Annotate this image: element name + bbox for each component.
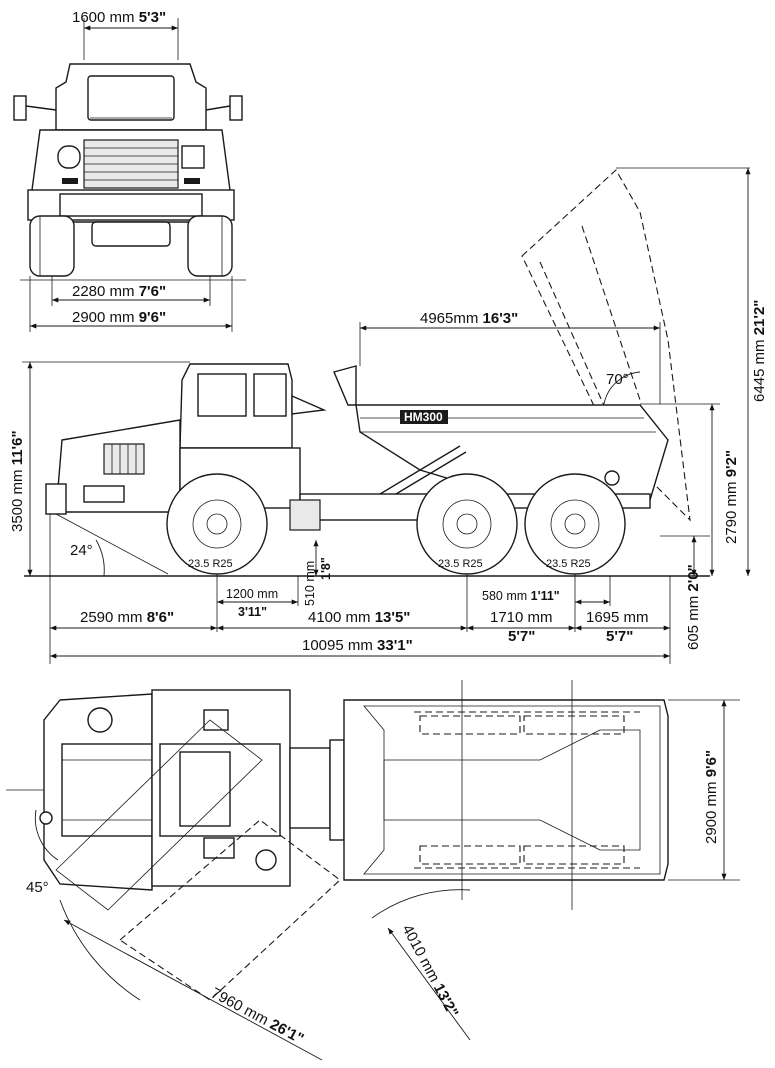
rear-clearance-label: 605 mm 2'0" — [685, 564, 702, 650]
tandem-mm-label: 1710 mm — [490, 609, 553, 626]
model-badge: HM300 — [404, 410, 443, 424]
height-dump-label: 6445 mm 21'2" — [751, 300, 768, 402]
front-overhang-label: 2590 mm 8'6" — [80, 609, 174, 626]
rear-overhang-ft-label: 5'7" — [606, 628, 633, 645]
inner-radius-label: 4010 mm 13'2" — [398, 922, 461, 1020]
front-view: 1600 mm 5'3" — [13, 9, 246, 332]
outer-radius-label: 7960 mm 26'1" — [208, 985, 306, 1048]
wheelbase-label: 4100 mm 13'5" — [308, 609, 410, 626]
rear-tire-label: 23.5 R25 — [546, 558, 591, 570]
tandem-ft-label: 5'7" — [508, 628, 535, 645]
ground-clearance-label: 510 mm — [303, 561, 317, 606]
axle-hitch-ft-label: 3'11" — [238, 605, 267, 619]
approach-angle-label: 24° — [70, 542, 93, 559]
body-length-label: 4965mm 16'3" — [420, 310, 518, 327]
top-view: 2900 mm 9'6" 45° 7960 mm 26'1" 4010 mm 1… — [6, 680, 740, 1061]
height-cab-label: 3500 mm 11'6" — [9, 430, 26, 532]
mid-tire-label: 23.5 R25 — [438, 558, 483, 570]
front-width-top-label: 1600 mm 5'3" — [72, 9, 166, 26]
side-view: 70° HM300 — [9, 167, 768, 664]
loading-height-label: 2790 mm 9'2" — [723, 450, 740, 544]
axle-hitch-mm-label: 1200 mm — [226, 587, 278, 601]
rear-overhang-mm-label: 1695 mm — [586, 609, 649, 626]
rear-detail-label: 580 mm 1'11" — [482, 589, 560, 603]
dump-angle-label: 70° — [606, 371, 629, 388]
steering-angle-label: 45° — [26, 879, 49, 896]
top-body-width-label: 2900 mm 9'6" — [703, 750, 720, 844]
front-tire-label: 23.5 R25 — [188, 558, 233, 570]
front-track-label: 2280 mm 7'6" — [72, 283, 166, 300]
front-width-overall-label: 2900 mm 9'6" — [72, 309, 166, 326]
ground-clearance-ft-label: 1'8" — [319, 557, 333, 580]
overall-length-label: 10095 mm 33'1" — [302, 637, 413, 654]
